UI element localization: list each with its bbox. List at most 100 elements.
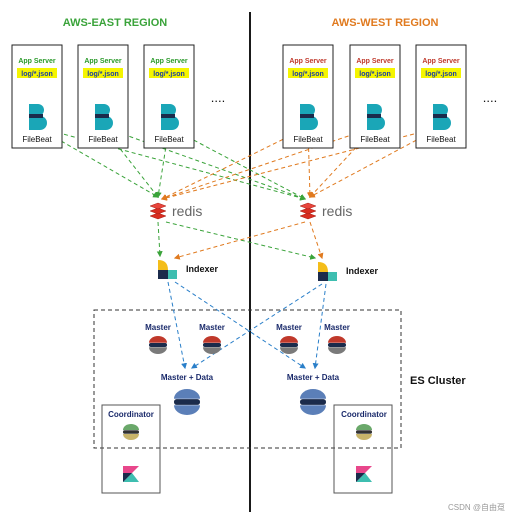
app-server-box: [282, 44, 334, 149]
filebeat-icon: [300, 104, 318, 130]
master-east-1: Master: [145, 323, 171, 354]
app-server-label: App Server: [289, 58, 327, 65]
coordinator-east: Coordinator: [108, 410, 154, 482]
log-highlight: [17, 68, 57, 78]
east-region-title: AWS-EAST REGION: [63, 17, 168, 29]
app-server-box: [415, 44, 467, 149]
log-highlight: [83, 68, 123, 78]
filebeat-icon: [367, 104, 385, 130]
log-highlight: [149, 68, 189, 78]
indexer-to-data-arrow: [312, 283, 327, 370]
filebeat-label: FileBeat: [360, 135, 390, 144]
elasticsearch-icon: [280, 336, 298, 354]
master-data-east: Master + Data: [161, 373, 214, 415]
log-path-label: log/*.json: [292, 71, 324, 78]
coordinator-icon: [123, 424, 139, 440]
master-label: Master: [324, 323, 350, 332]
indexer-to-data-arrow: [174, 281, 307, 369]
app-server-label: App Server: [422, 58, 460, 65]
filebeat-to-redis-arrow: [155, 126, 170, 199]
filebeat-icon: [95, 104, 113, 130]
master-data-label: Master + Data: [161, 373, 214, 382]
kibana-icon: [356, 466, 372, 482]
log-path-label: log/*.json: [425, 71, 457, 78]
redis-west: redis: [299, 202, 352, 220]
app-server-label: App Server: [150, 58, 188, 65]
log-path-label: log/*.json: [359, 71, 391, 78]
coordinator-box-east: [101, 404, 161, 494]
coordinator-label: Coordinator: [108, 410, 154, 419]
filebeat-label: FileBeat: [426, 135, 456, 144]
redis-label: redis: [322, 203, 352, 219]
more-servers-west: ....: [483, 90, 497, 105]
elasticsearch-icon: [149, 336, 167, 354]
es-cluster-boundary: [93, 309, 402, 449]
master-label: Master: [199, 323, 225, 332]
log-path-label: log/*.json: [153, 71, 185, 78]
redis-east: redis: [149, 202, 202, 220]
master-west-2: Master: [324, 323, 350, 354]
filebeat-to-redis-arrow: [160, 126, 309, 200]
log-path-label: log/*.json: [87, 71, 119, 78]
filebeat-icon: [433, 104, 451, 130]
logstash-icon: [318, 262, 337, 281]
app-server-label: App Server: [84, 58, 122, 65]
more-servers-east: ....: [211, 90, 225, 105]
elasticsearch-icon: [174, 389, 200, 415]
filebeat-to-redis-arrow: [160, 126, 376, 201]
elasticsearch-icon: [203, 336, 221, 354]
elasticsearch-icon: [300, 389, 326, 415]
indexer-label: Indexer: [186, 264, 219, 274]
filebeat-icon: [29, 104, 47, 130]
coordinator-west: Coordinator: [341, 410, 387, 482]
coordinator-icon: [356, 424, 372, 440]
log-path-label: log/*.json: [21, 71, 53, 78]
west-region-title: AWS-WEST REGION: [332, 17, 439, 29]
filebeat-to-redis-arrow: [102, 126, 307, 201]
log-highlight: [421, 68, 461, 78]
filebeat-label: FileBeat: [293, 135, 323, 144]
log-highlight: [355, 68, 395, 78]
master-data-label: Master + Data: [287, 373, 340, 382]
redis-icon: [299, 202, 317, 220]
app-server-box: [143, 44, 195, 149]
indexer-west: Indexer: [318, 262, 379, 281]
redis-to-indexer-arrow: [156, 221, 163, 258]
kibana-icon: [123, 466, 139, 482]
elasticsearch-icon: [328, 336, 346, 354]
indexer-east: Indexer: [158, 260, 219, 279]
redis-label: redis: [172, 203, 202, 219]
filebeat-to-redis-arrow: [306, 126, 313, 199]
master-label: Master: [276, 323, 302, 332]
indexer-label: Indexer: [346, 266, 379, 276]
coordinator-box-west: [333, 404, 393, 494]
app-server-box: [11, 44, 63, 149]
filebeat-icon: [161, 104, 179, 130]
watermark: CSDN @自由趸: [448, 502, 505, 512]
filebeat-label: FileBeat: [154, 135, 184, 144]
es-cluster-label: ES Cluster: [410, 375, 466, 387]
filebeat-to-redis-arrow: [36, 126, 307, 201]
log-highlight: [288, 68, 328, 78]
master-data-west: Master + Data: [287, 373, 340, 415]
logstash-icon: [158, 260, 177, 279]
filebeat-to-redis-arrow: [168, 126, 307, 200]
app-server-label: App Server: [18, 58, 56, 65]
master-west-1: Master: [276, 323, 302, 354]
filebeat-to-redis-arrow: [160, 126, 442, 201]
indexer-to-data-arrow: [167, 281, 188, 370]
filebeat-label: FileBeat: [22, 135, 52, 144]
coordinator-label: Coordinator: [341, 410, 387, 419]
app-server-box: [77, 44, 129, 149]
redis-icon: [149, 202, 167, 220]
redis-to-indexer-arrow: [173, 221, 306, 260]
master-east-2: Master: [199, 323, 225, 354]
